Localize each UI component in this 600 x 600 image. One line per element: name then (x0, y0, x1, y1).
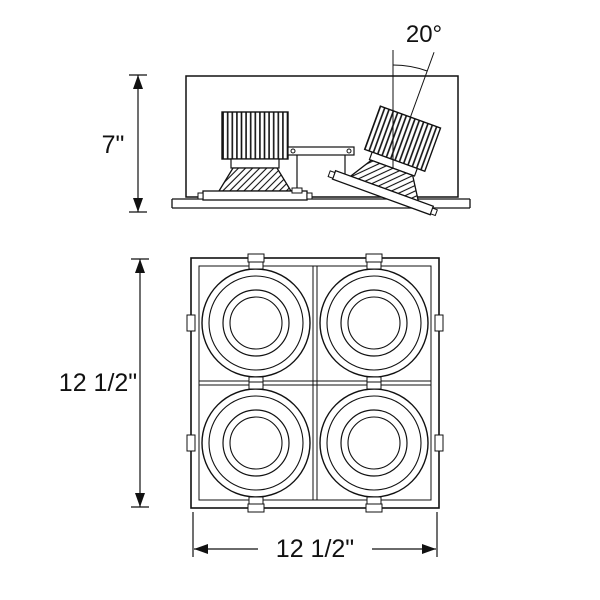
bracket-rail (287, 146, 355, 156)
aperture-outer (340, 289, 408, 357)
trim-module-top-left (201, 261, 311, 385)
aperture-inner (347, 416, 401, 470)
front-width-label: 12 1/2" (276, 535, 354, 563)
frame-clips (186, 253, 444, 513)
front-plan-view: 12 1/2" 12 1/2" (59, 253, 444, 563)
arrowhead-down (133, 198, 143, 212)
trim-module-top-right (319, 261, 429, 385)
angle-label: 20° (406, 21, 442, 48)
spring-clip-top (248, 261, 264, 270)
aperture-outer (340, 409, 408, 477)
dimension-line-width (192, 512, 438, 557)
aperture-inner (229, 416, 283, 470)
lamp-module-upright (197, 111, 313, 201)
trim-ring-mid (208, 395, 304, 491)
dimension-side-height: 7" (102, 74, 147, 213)
arrowhead-up (133, 75, 143, 89)
arrowhead-down (135, 493, 145, 507)
spring-clip-top (366, 261, 382, 270)
driver-neck (230, 158, 280, 169)
spring-clip-top (366, 381, 382, 390)
spring-clip-bottom (248, 496, 264, 505)
trim-ring-mid (326, 395, 422, 491)
side-height-label: 7" (102, 131, 125, 159)
clip-left-upper (186, 314, 196, 332)
heatsink-fins (221, 111, 289, 160)
side-elevation-view: 20° 7" (102, 21, 471, 217)
angle-annotation: 20° (392, 21, 442, 168)
trim-tab-right (306, 192, 313, 200)
aperture-outer (222, 289, 290, 357)
mounting-plate (171, 198, 471, 209)
bracket-foot (291, 187, 303, 194)
trim-flange (202, 190, 308, 201)
trim-tab-tilted-left (327, 170, 336, 179)
frame-inner (198, 265, 432, 501)
aperture-inner (229, 296, 283, 350)
clip-right-lower (434, 434, 444, 452)
clip-left-lower (186, 434, 196, 452)
trim-tab-tilted-right (429, 207, 438, 217)
bracket-screw-right (346, 148, 352, 154)
dimension-front-height: 12 1/2" (59, 258, 149, 508)
bracket-screw-left (290, 148, 296, 154)
aperture-inner (347, 296, 401, 350)
arrowhead-up (135, 259, 145, 273)
clip-top-right (365, 253, 383, 263)
clip-top-left (247, 253, 265, 263)
angle-arc (392, 64, 428, 72)
aperture-outer (222, 409, 290, 477)
dimension-front-width: 12 1/2" (192, 512, 438, 563)
arrowhead-right (422, 544, 436, 554)
trim-tab-left (197, 192, 204, 200)
trim-ring-mid (208, 275, 304, 371)
clip-right-upper (434, 314, 444, 332)
spring-clip-bottom (366, 496, 382, 505)
trim-module-bottom-right (319, 381, 429, 505)
cell-dividers (199, 266, 431, 500)
spring-clip-top (248, 381, 264, 390)
clip-bottom-right (365, 503, 383, 513)
dimension-line-7 (129, 74, 147, 213)
front-height-label: 12 1/2" (59, 369, 137, 397)
clip-bottom-left (247, 503, 265, 513)
arrowhead-left (194, 544, 208, 554)
lamp-module-tilted (327, 52, 442, 217)
trim-ring-mid (326, 275, 422, 371)
trim-module-bottom-left (201, 381, 311, 505)
